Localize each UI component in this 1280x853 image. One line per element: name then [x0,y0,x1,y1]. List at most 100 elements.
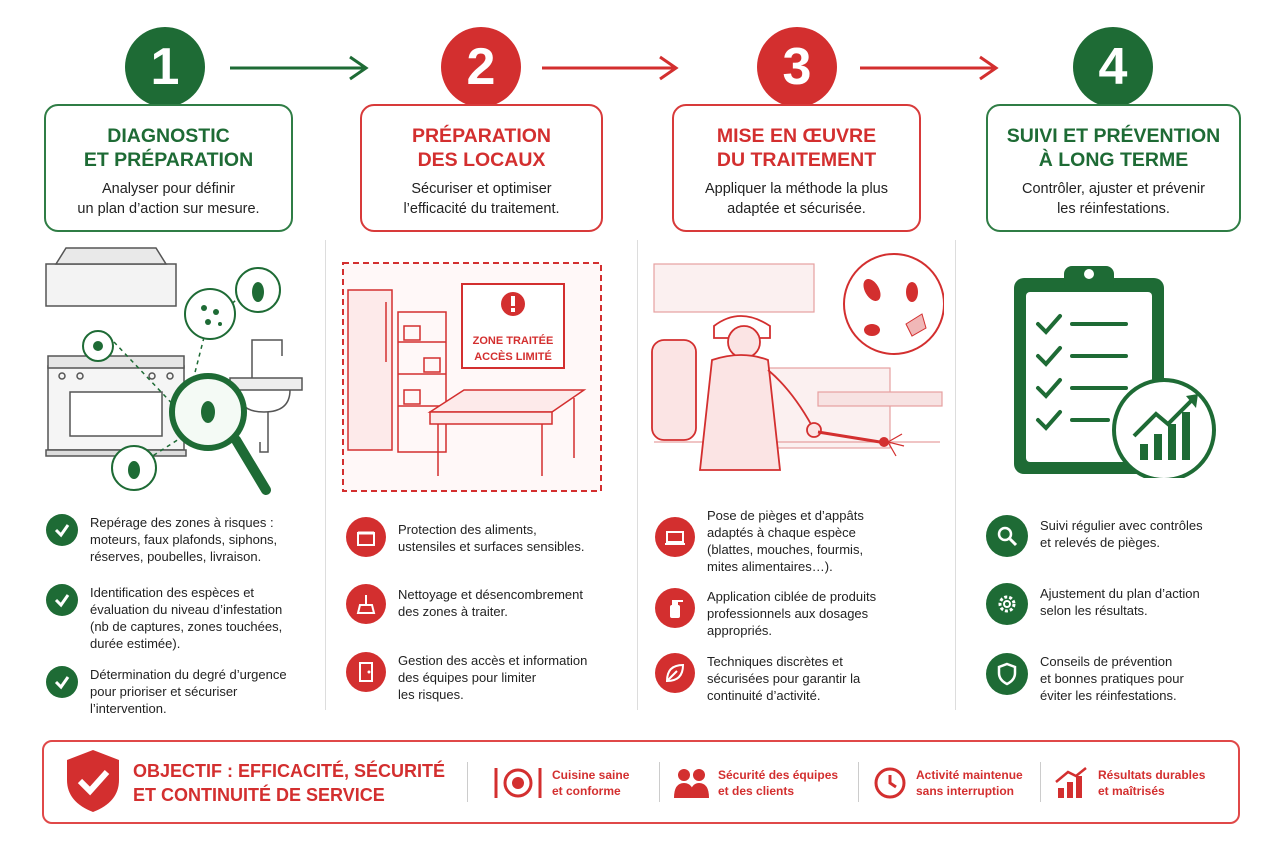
step-4-number-text: 4 [1098,38,1128,96]
text-line: Identification des espèces et [90,585,255,600]
footer-divider [1040,762,1041,802]
list-item-text: Repérage des zones à risques :moteurs, f… [90,514,277,565]
text-line: (nb de captures, zones touchées, [90,619,283,634]
list-item: Détermination du degré d’urgence pour pri… [46,666,287,717]
box-icon [346,517,386,557]
arrow-right-icon [542,55,679,81]
text-line: Gestion des accès et information [398,653,588,668]
step-3-title-line1: MISE EN ŒUVRE [716,125,877,147]
list-item-text: Ajustement du plan d’action selon les rés… [1040,585,1200,619]
sign-line1: ZONE TRAITÉE [473,334,554,347]
text-line: Nettoyage et désencombrement [398,587,583,602]
column-divider [325,240,326,710]
step-4-sub-line2: les réinfestations. [1057,201,1170,217]
footer-item-text: Cuisine saine et conforme [552,767,629,799]
step-2-title-line1: PRÉPARATION [411,125,552,147]
objective-banner [42,740,1240,824]
text-line: Cuisine saine [552,768,630,782]
text-line: Ajustement du plan d’action [1040,586,1200,601]
objective-line1: OBJECTIF : EFFICACITÉ, SÉCURITÉ [133,761,446,781]
list-item: Suivi régulier avec contrôles et relevés … [986,515,1203,557]
column-divider [637,240,638,710]
text-line: professionnels aux dosages [707,606,869,621]
text-line: sécurisées pour garantir la [707,671,861,686]
kitchen-inspection-illustration [45,247,303,495]
list-item-text: Protection des aliments, ustensiles et su… [398,521,584,555]
text-line: moteurs, faux plafonds, siphons, [90,532,278,547]
shield-check-icon [67,750,119,812]
list-item-text: Gestion des accès et information des équi… [398,652,587,703]
spray-icon [655,588,695,628]
check-icon [46,584,78,616]
step-4-sub-line1: Contrôler, ajuster et prévenir [1022,181,1205,197]
step-3-number-text: 3 [782,38,812,96]
people-icon [674,769,709,798]
text-line: Suivi régulier avec contrôles [1040,518,1203,533]
list-item-text: Suivi régulier avec contrôles et relevés … [1040,517,1203,551]
text-line: et des clients [718,784,795,798]
step-4-number: 4 [1073,27,1153,107]
treatment-illustration [651,253,944,471]
list-item-text: Détermination du degré d’urgence pour pri… [90,666,287,717]
step-1-title-line2: ET PRÉPARATION [83,149,254,171]
step-1-sub-line1: Analyser pour définir [102,181,235,197]
text-line: Détermination du degré d’urgence [90,667,287,682]
footer-divider [858,762,859,802]
list-item-text: Application ciblée de produits profession… [707,588,876,639]
text-line: et relevés de pièges. [1040,535,1160,550]
list-item: Ajustement du plan d’action selon les rés… [986,583,1200,625]
objective-line2: ET CONTINUITÉ DE SERVICE [133,785,385,805]
text-line: l’intervention. [90,701,167,716]
door-icon [346,652,386,692]
clipboard-illustration [1014,266,1216,478]
step-2-number-text: 2 [466,38,496,96]
text-line: durée estimée). [90,636,181,651]
text-line: et conforme [552,784,621,798]
footer-item: Cuisine saine et conforme [492,766,629,800]
column-divider [955,240,956,710]
text-line: ustensiles et surfaces sensibles. [398,539,585,554]
text-line: Activité maintenue [916,768,1023,782]
gear-icon [986,583,1028,625]
step-1-number: 1 [125,27,205,107]
text-line: adaptés à chaque espèce [707,525,856,540]
step-4-title-line1: SUIVI ET PRÉVENTION [1006,125,1221,147]
text-line: Résultats durables [1098,768,1206,782]
text-line: des équipes pour limiter [398,670,537,685]
text-line: Conseils de prévention [1040,654,1173,669]
text-line: selon les résultats. [1040,603,1148,618]
step-1-title-line1: DIAGNOSTIC [107,125,230,147]
footer-divider [659,762,660,802]
check-icon [46,514,78,546]
text-line: pour prioriser et sécuriser [90,684,238,699]
step-3-sub-line2: adaptée et sécurisée. [727,201,866,217]
text-line: Protection des aliments, [398,522,537,537]
premises-preparation-illustration: ZONE TRAITÉE ACCÈS LIMITÉ [342,262,602,492]
magnifier-icon [986,515,1028,557]
list-item: Application ciblée de produits profession… [655,588,876,639]
step-3-title-line2: DU TRAITEMENT [716,149,877,171]
plate-icon [494,768,542,798]
text-line: (blattes, mouches, fourmis, [707,542,864,557]
text-line: Application ciblée de produits [707,589,877,604]
step-2-title-line2: DES LOCAUX [417,149,546,171]
